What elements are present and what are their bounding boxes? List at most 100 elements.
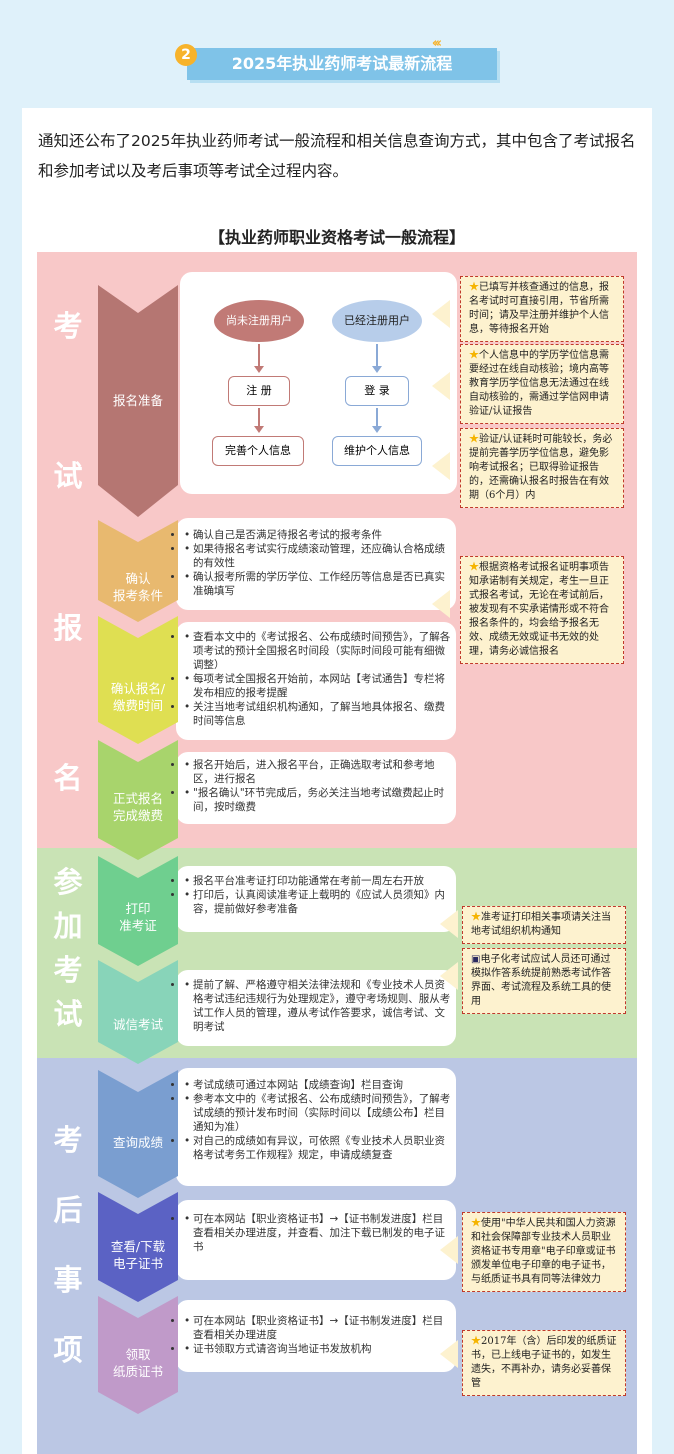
step-label-confirm-eligibility: 确认 报考条件	[112, 571, 163, 603]
step-label-confirm-time: 确认报名/ 缴费时间	[110, 681, 166, 713]
page-title: 2025年执业药师考试最新流程	[231, 54, 453, 73]
bullet-list-formal: 报名开始后，进入报名平台，正确选取考试和参考地区，进行报名 "报名确认"环节完成…	[184, 758, 452, 814]
bullet-item: 报名开始后，进入报名平台，正确选取考试和参考地区，进行报名	[184, 758, 452, 786]
note-pointer	[432, 590, 450, 618]
note-pointer	[440, 910, 458, 938]
bullet-item: 确认自己是否满足待报名考试的报考条件	[184, 528, 452, 542]
section-char: 报	[53, 611, 83, 645]
maintain-info-node: 维护个人信息	[332, 436, 422, 466]
chevron-step-shape	[98, 520, 178, 622]
bullet-list-paper-cert: 可在本网站【职业资格证书】→【证书制发进度】栏目查看相关办理进度 证书领取方式请…	[184, 1314, 452, 1356]
unregistered-user-node: 尚未注册用户	[214, 300, 304, 342]
bullet-item: 考试成绩可通过本网站【成绩查询】栏目查询	[184, 1078, 452, 1092]
tip-text: 2017年（含）后印发的纸质证书，已上线电子证书的，如发生遗失，不再补办，请务必…	[471, 1336, 617, 1389]
tip-text: 验证/认证耗时可能较长，务必提前完善学历学位信息，避免影响考试报名；已取得验证报…	[469, 434, 613, 501]
chevron-step-shape	[98, 960, 178, 1064]
flow-arrow	[254, 344, 264, 373]
bullet-item: 如果待报名考试实行成绩滚动管理，还应确认合格成绩的有效性	[184, 542, 452, 570]
bullet-list-eligibility: 确认自己是否满足待报名考试的报考条件 如果待报名考试实行成绩滚动管理，还应确认合…	[184, 528, 452, 598]
star-icon: ★	[471, 912, 481, 923]
note-pointer	[440, 962, 458, 990]
flow-title: 【执业药师职业资格考试一般流程】	[208, 228, 465, 247]
tip-note: ★使用"中华人民共和国人力资源和社会保障部专业技术人员职业资格证书专用章"电子印…	[462, 1212, 626, 1292]
tip-note: ▣电子化考试应试人员还可通过模拟作答系统提前熟悉考试作答界面、考试流程及系统工具…	[462, 948, 626, 1014]
section-char: 参	[53, 865, 83, 899]
section-char: 考	[53, 1123, 83, 1157]
register-node: 注 册	[228, 376, 290, 406]
bullet-item: 打印后，认真阅读准考证上载明的《应试人员须知》内容，提前做好参考准备	[184, 888, 452, 916]
star-icon: ★	[471, 1218, 481, 1229]
tip-text: 电子化考试应试人员还可通过模拟作答系统提前熟悉考试作答界面、考试流程及系统工具的…	[471, 954, 611, 1007]
chevron-step-shape	[98, 1296, 178, 1414]
chevron-decoration-icon: ‹‹‹	[431, 36, 442, 51]
bullet-item: 提前了解、严格遵守相关法律法规和《专业技术人员资格考试违纪违规行为处理规定》，遵…	[184, 978, 452, 1034]
note-pointer	[432, 300, 450, 328]
bullet-item: 证书领取方式请咨询当地证书发放机构	[184, 1342, 452, 1356]
tip-text: 使用"中华人民共和国人力资源和社会保障部专业技术人员职业资格证书专用章"电子印章…	[471, 1218, 616, 1285]
bullet-list-time: 查看本文中的《考试报名、公布成绩时间预告》，了解各项考试的预计全国报名时间段（实…	[184, 630, 452, 728]
tip-text: 根据资格考试报名证明事项告知承诺制有关规定，考生一旦正式报名考试，无论在考试前后…	[469, 562, 609, 657]
note-pointer	[440, 1340, 458, 1368]
bullet-list-e-cert: 可在本网站【职业资格证书】→【证书制发进度】栏目查看相关办理进度，并查看、加注下…	[184, 1212, 452, 1254]
tip-note: ★准考证打印相关事项请关注当地考试组织机构通知	[462, 906, 626, 944]
tip-note: ★验证/认证耗时可能较长，务必提前完善学历学位信息，避免影响考试报名；已取得验证…	[460, 428, 624, 508]
chevron-step-shape	[98, 285, 178, 517]
bullet-list-print: 报名平台准考证打印功能通常在考前一周左右开放 打印后，认真阅读准考证上载明的《应…	[184, 874, 452, 916]
star-icon: ★	[469, 282, 479, 293]
bullet-item: 确认报考所需的学历学位、工作经历等信息是否已真实准确填写	[184, 570, 452, 598]
bullet-item: 每项考试全国报名开始前，本网站【考试通告】专栏将发布相应的报考提醒	[184, 672, 452, 700]
flow-arrow	[372, 408, 382, 433]
intro-paragraph: 通知还公布了2025年执业药师考试一般流程和相关信息查询方式，其中包含了考试报名…	[38, 132, 636, 180]
star-icon: ★	[471, 1336, 481, 1347]
section-number: 2	[175, 44, 197, 66]
bullet-item: 查看本文中的《考试报名、公布成绩时间预告》，了解各项考试的预计全国报名时间段（实…	[184, 630, 452, 672]
section-char: 试	[53, 997, 83, 1031]
bullet-item: 关注当地考试组织机构通知，了解当地具体报名、缴费时间等信息	[184, 700, 452, 728]
tip-note: ★已填写并核查通过的信息，报名考试时可直接引用，节省所需时间；请及早注册并维护个…	[460, 276, 624, 342]
bullet-item: 对自己的成绩如有异议，可依照《专业技术人员职业资格考试考务工作规程》规定，申请成…	[184, 1134, 452, 1162]
complete-info-node: 完善个人信息	[212, 436, 304, 466]
bullet-item: "报名确认"环节完成后，务必关注当地考试缴费起止时间，按时缴费	[184, 786, 452, 814]
chevron-step-shape	[98, 616, 178, 744]
tip-note: ★2017年（含）后印发的纸质证书，已上线电子证书的，如发生遗失，不再补办，请务…	[462, 1330, 626, 1396]
chevron-step-shape	[98, 740, 178, 860]
section-char: 考	[53, 309, 83, 343]
section-char: 后	[53, 1193, 83, 1227]
bullet-list-score: 考试成绩可通过本网站【成绩查询】栏目查询 参考本文中的《考试报名、公布成绩时间预…	[184, 1078, 452, 1162]
section-char: 加	[53, 909, 83, 943]
bullet-item: 可在本网站【职业资格证书】→【证书制发进度】栏目查看相关办理进度	[184, 1314, 452, 1342]
step-label-formal-registration: 正式报名 完成缴费	[112, 791, 163, 823]
note-pointer	[440, 1236, 458, 1264]
bullet-list-honest: 提前了解、严格遵守相关法律法规和《专业技术人员资格考试违纪违规行为处理规定》，遵…	[184, 978, 452, 1034]
step-label-query-score: 查询成绩	[112, 1135, 163, 1150]
header-bar: 2025年执业药师考试最新流程	[187, 48, 497, 80]
step-label-print-admission: 打印 准考证	[119, 901, 157, 933]
star-icon: ★	[469, 562, 479, 573]
chevron-step-shape	[98, 856, 178, 966]
note-pointer	[432, 372, 450, 400]
section-char: 名	[53, 761, 83, 795]
section-header: 2 ‹‹‹ 2025年执业药师考试最新流程	[175, 36, 497, 80]
registered-user-node: 已经注册用户	[332, 300, 422, 342]
section-char: 试	[53, 459, 83, 493]
chevron-step-shape	[98, 1192, 178, 1302]
step-label-honest-exam: 诚信考试	[112, 1017, 163, 1032]
section-char: 考	[53, 953, 83, 987]
section-char: 项	[53, 1333, 83, 1367]
star-icon: ★	[469, 350, 479, 361]
computer-icon: ▣	[471, 954, 481, 965]
step-label-registration-prep: 报名准备	[112, 393, 163, 408]
note-pointer	[432, 452, 450, 480]
chevron-step-shape	[98, 1070, 178, 1198]
star-icon: ★	[469, 434, 479, 445]
tip-text: 准考证打印相关事项请关注当地考试组织机构通知	[471, 912, 611, 937]
tip-text: 已填写并核查通过的信息，报名考试时可直接引用，节省所需时间；请及早注册并维护个人…	[469, 282, 609, 335]
bullet-item: 参考本文中的《考试报名、公布成绩时间预告》，了解考试成绩的预计发布时间（实际时间…	[184, 1092, 452, 1134]
bullet-item: 报名平台准考证打印功能通常在考前一周左右开放	[184, 874, 452, 888]
tip-note: ★根据资格考试报名证明事项告知承诺制有关规定，考生一旦正式报名考试，无论在考试前…	[460, 556, 624, 664]
bullet-item: 可在本网站【职业资格证书】→【证书制发进度】栏目查看相关办理进度，并查看、加注下…	[184, 1212, 452, 1254]
login-node: 登 录	[345, 376, 409, 406]
step-label-paper-certificate: 领取 纸质证书	[112, 1347, 163, 1379]
flow-arrow	[372, 344, 382, 373]
flow-arrow	[254, 408, 264, 433]
